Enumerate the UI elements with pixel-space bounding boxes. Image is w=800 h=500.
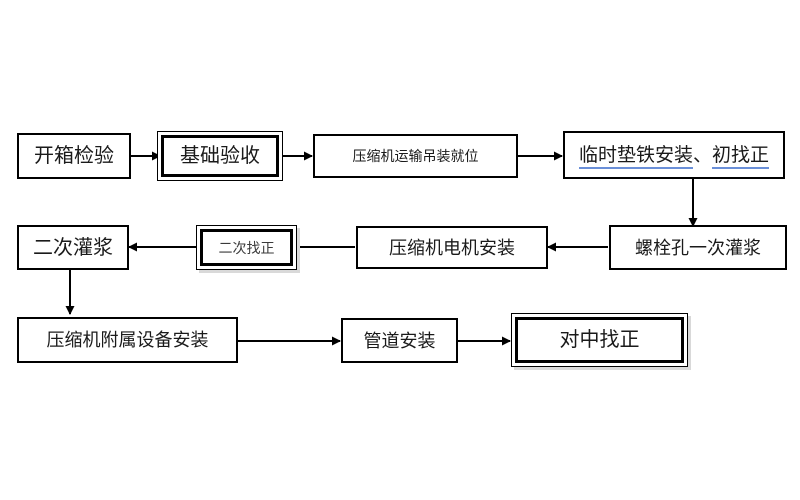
node-label: 二次灌浆 [33, 236, 113, 259]
node-label: 二次找正 [218, 239, 275, 256]
node-label: 压缩机电机安装 [389, 237, 515, 258]
node-luoshuankong-yici-guanjiang[interactable]: 螺栓孔一次灌浆 [609, 225, 787, 270]
node-inner-frame: 对中找正 [515, 317, 684, 363]
node-inner-frame: 二次找正 [200, 229, 293, 266]
node-yasuoji-fushu-shebei-anzhuang[interactable]: 压缩机附属设备安装 [17, 317, 238, 363]
node-yasuoji-dianji-anzhuang[interactable]: 压缩机电机安装 [356, 226, 548, 269]
node-yasuoji-yunshu-diaozhuang-jiuwei[interactable]: 压缩机运输吊装就位 [313, 134, 518, 178]
node-guandao-anzhuang[interactable]: 管道安装 [341, 318, 458, 363]
node-label-segment-1: 临时垫铁安装 [578, 144, 693, 169]
node-label: 螺栓孔一次灌浆 [635, 237, 761, 258]
node-label: 开箱检验 [34, 145, 114, 167]
node-label: 对中找正 [559, 329, 640, 351]
node-label-segment-2: 初找正 [712, 144, 770, 169]
node-label: 压缩机运输吊装就位 [352, 148, 479, 164]
node-label: 基础验收 [180, 145, 260, 167]
node-erci-zhaozheng[interactable]: 二次找正 [196, 225, 297, 270]
node-linshi-dietie-anzhuang-chuzhaozheng[interactable]: 临时垫铁安装、初找正 [563, 131, 785, 179]
node-label-composite: 临时垫铁安装、初找正 [578, 144, 770, 169]
node-erci-guanjiang[interactable]: 二次灌浆 [17, 225, 129, 270]
node-inner-frame: 基础验收 [161, 135, 279, 177]
node-label: 管道安装 [363, 330, 436, 351]
node-label: 压缩机附属设备安装 [46, 330, 209, 350]
node-jichu-yanshou[interactable]: 基础验收 [157, 131, 283, 181]
node-label-separator: 、 [692, 144, 712, 166]
node-kaixiang-jianyan[interactable]: 开箱检验 [17, 133, 131, 179]
node-duizhong-zhaozheng[interactable]: 对中找正 [511, 313, 688, 367]
